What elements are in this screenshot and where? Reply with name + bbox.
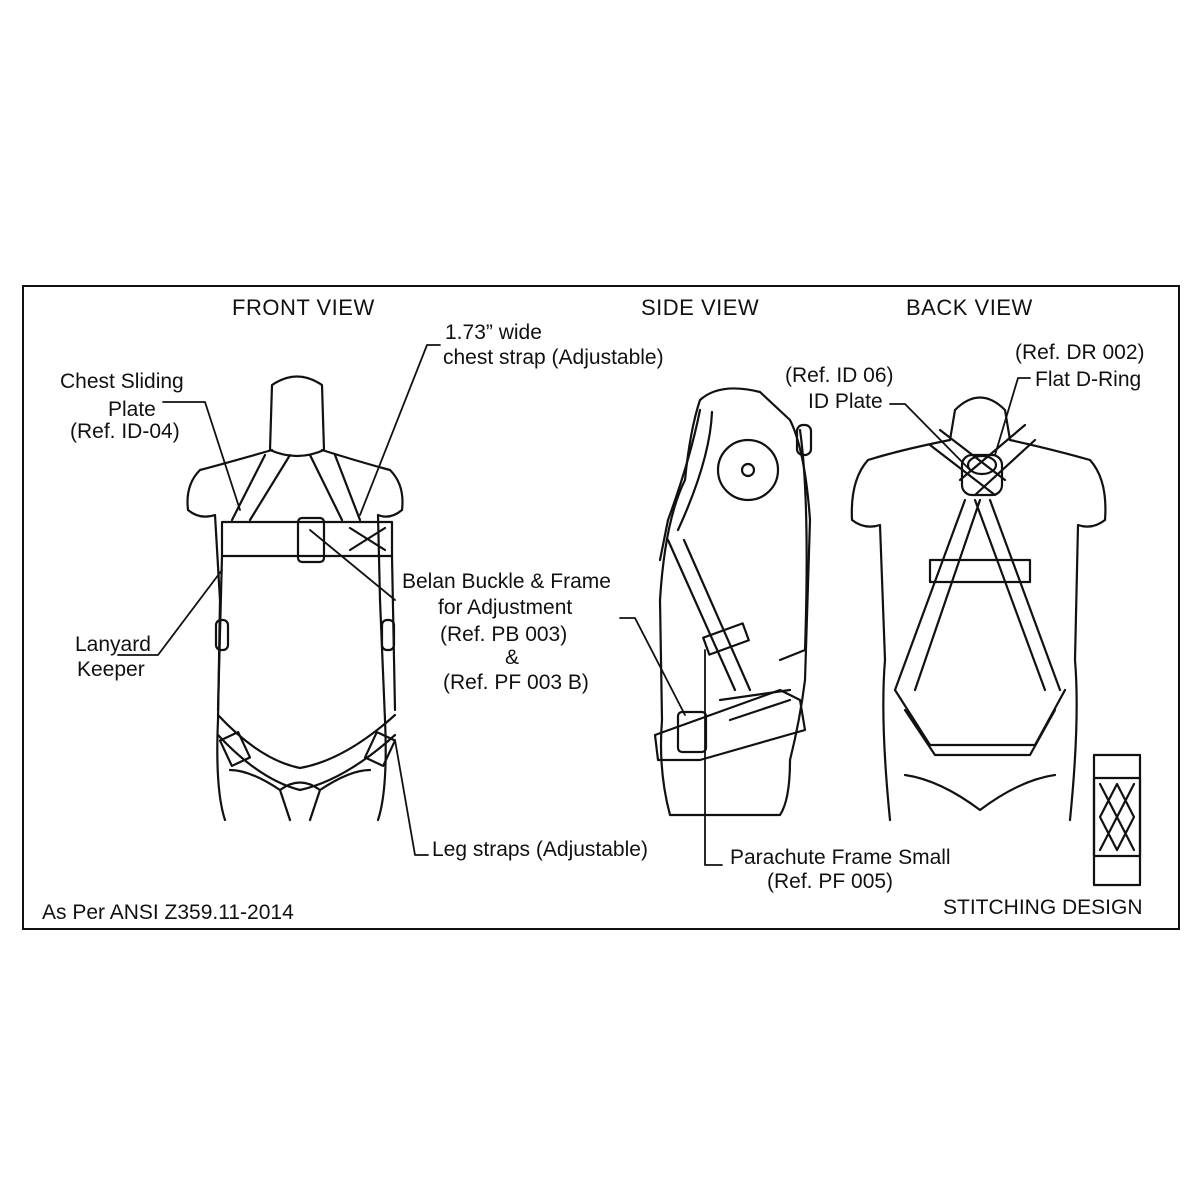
chest-plate-label-1: Chest Sliding: [60, 370, 184, 393]
ansi-standard-note: As Per ANSI Z359.11-2014: [42, 901, 294, 924]
back-view-title: BACK VIEW: [906, 295, 1033, 320]
side-view-mannequin: [653, 387, 813, 817]
buckle-label-3: (Ref. PB 003): [440, 623, 568, 646]
d-ring-label-1: (Ref. DR 002): [1015, 341, 1145, 364]
stitching-design-swatch: [1092, 753, 1142, 887]
buckle-label-2: for Adjustment: [438, 596, 573, 619]
buckle-label-4: &: [505, 646, 520, 669]
parachute-frame-label-1: Parachute Frame Small: [730, 846, 951, 869]
chest-plate-label-2: Plate: [108, 398, 156, 421]
back-view-mannequin: [850, 396, 1107, 822]
chest-strap-label-1: 1.73” wide: [445, 321, 542, 344]
lanyard-keeper-label-2: Keeper: [77, 658, 145, 681]
callout-leaders: [117, 344, 1031, 866]
parachute-frame-label-2: (Ref. PF 005): [767, 870, 894, 893]
leg-straps-label: Leg straps (Adjustable): [432, 838, 648, 861]
diagram-frame: [22, 285, 1180, 930]
id-plate-label-1: (Ref. ID 06): [785, 364, 894, 387]
side-view-title: SIDE VIEW: [641, 295, 760, 320]
d-ring-label-2: Flat D-Ring: [1035, 368, 1142, 391]
chest-strap-label-2: chest strap (Adjustable): [443, 346, 664, 369]
front-view-title: FRONT VIEW: [232, 295, 375, 320]
buckle-label-5: (Ref. PF 003 B): [443, 671, 589, 694]
lanyard-keeper-label-1: Lanyard: [75, 633, 151, 656]
stitching-design-label: STITCHING DESIGN: [943, 896, 1143, 919]
buckle-label-1: Belan Buckle & Frame: [402, 570, 611, 593]
front-view-mannequin: [186, 375, 404, 822]
chest-plate-label-3: (Ref. ID-04): [70, 420, 180, 443]
id-plate-label-2: ID Plate: [808, 390, 883, 413]
